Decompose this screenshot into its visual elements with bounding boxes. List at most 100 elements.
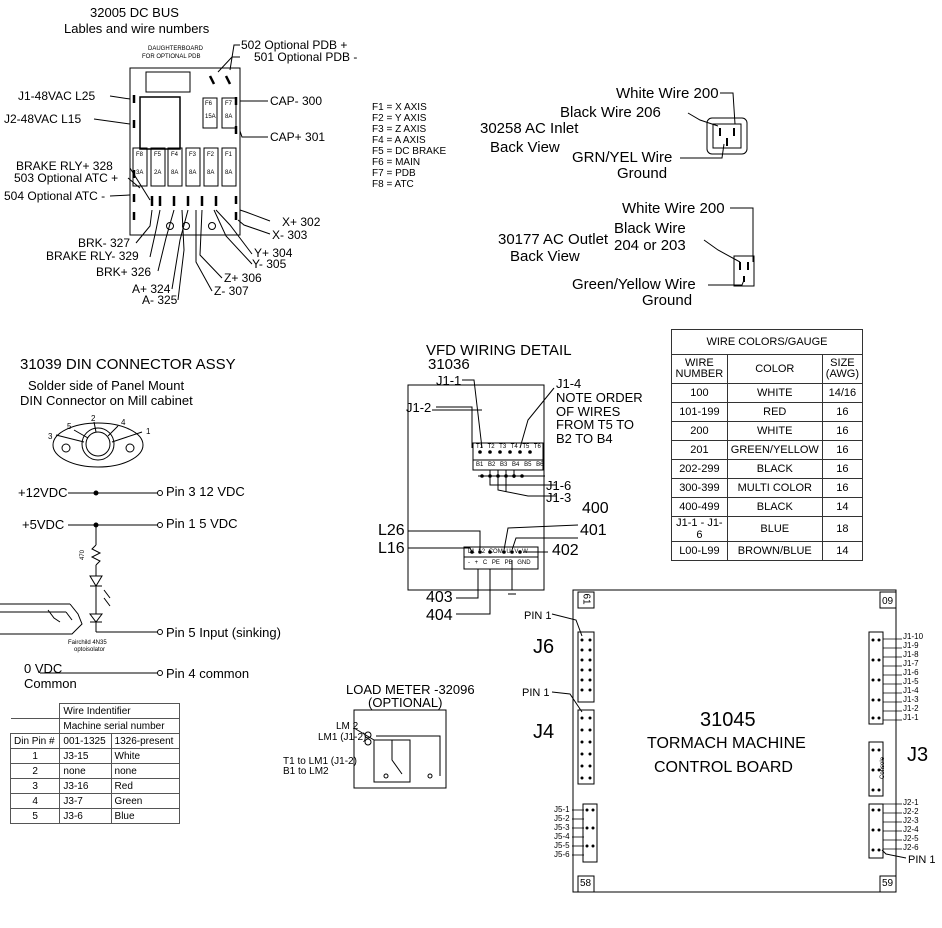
fuse-legend-item: F8 = ATC (372, 179, 414, 190)
ac-inlet-face (712, 123, 742, 149)
fuse-row (132, 147, 237, 187)
ac-outlet-subtitle: Back View (510, 248, 580, 265)
fuse-f6-label: F6 (205, 101, 213, 107)
label-aplus: A+ 324 (132, 282, 171, 296)
din-resistor-value: 470 (80, 549, 87, 561)
din-table-header-2: Machine serial number (59, 718, 180, 734)
fuse-legend: F1 = X AXIS F2 = Y AXIS F3 = Z AXIS F4 =… (372, 102, 446, 190)
fuse-rating-f1: 8A (225, 170, 233, 176)
label-yplus: Y+ 304 (254, 246, 293, 260)
label-pdb-plus: 502 Optional PDB + (241, 38, 348, 52)
fuse-f7-top (221, 97, 237, 129)
vfd-l16: L16 (378, 540, 405, 557)
wire-table-col-color: COLOR (726, 354, 823, 384)
vfd-mid-terminal-labels: B1 B2 B3 B4 B5 B6 (476, 462, 544, 468)
vfd-low-terminal-labels-2: - + C PE PB GND (468, 560, 531, 566)
fuse-f6-top (202, 97, 218, 129)
table-row: Machine serial number (10, 718, 180, 734)
din-subtitle-2: DIN Connector on Mill cabinet (20, 393, 193, 408)
wire-table-col-size: SIZE(AWG) (821, 354, 864, 384)
ac-inlet-ground-2: Ground (617, 165, 668, 182)
ac-inlet-connector (706, 117, 748, 155)
din-pin4-label: Pin 4 common (166, 666, 250, 681)
load-meter-optional: (OPTIONAL) (368, 695, 443, 710)
vfd-wire-403: 403 (426, 589, 453, 606)
load-meter-t1-note: T1 to LM1 (J1-2) (283, 756, 357, 767)
label-cap300: CAP- 300 (270, 94, 323, 108)
board-pin1-j4: PIN 1 (522, 687, 550, 699)
board-j6-label: J6 (533, 636, 555, 658)
ac-outlet-ground-2: Ground (642, 292, 693, 309)
vfd-note: NOTE ORDER OF WIRES FROM T5 TO B2 TO B4 (556, 390, 643, 446)
fuse-label-f2: F2 (207, 152, 215, 158)
fuse-legend-item: F7 = PDB (372, 168, 416, 179)
label-zplus: Z+ 306 (224, 271, 262, 285)
daughterboard-label-2: FOR OPTIONAL PDB (142, 54, 201, 60)
din-opto-label-2: optoisolator (74, 647, 106, 653)
din-pin-5: 5 (67, 422, 72, 431)
dc-bus-terminals (132, 75, 238, 220)
din-title: 31039 DIN CONNECTOR ASSY (20, 356, 236, 373)
din-table-col: 001-1325 (59, 733, 112, 749)
table-row: Wire Indentifier (10, 703, 180, 719)
board-name-1: TORMACH MACHINE (647, 735, 806, 752)
fuse-label-f1: F1 (225, 152, 233, 158)
board-corner-tr: 60 (882, 594, 894, 605)
fuse-f7-rating: 8A (225, 114, 233, 120)
din-5vdc: +5VDC (22, 517, 65, 532)
j5-header (582, 803, 598, 863)
load-meter-title: LOAD METER -32096 (346, 682, 475, 697)
board-corner-br: 59 (882, 878, 894, 889)
wire-table-title: WIRE COLORS/GAUGE (671, 329, 863, 355)
ac-outlet-black-2: 204 or 203 (614, 237, 686, 254)
fuse-rating-f5: 2A (154, 170, 162, 176)
label-yminus: Y- 305 (252, 257, 287, 271)
vfd-mid-terminal (472, 459, 544, 471)
label-atc-plus: 503 Optional ATC + (14, 171, 119, 185)
ac-outlet-connector (733, 255, 755, 287)
vfd-title: VFD WIRING DETAIL (426, 342, 572, 359)
fuse-label-f4: F4 (171, 152, 179, 158)
ac-outlet-pins (739, 262, 749, 282)
vfd-l26: L26 (378, 522, 405, 539)
vfd-outline (407, 384, 545, 591)
board-console-label: Console (880, 756, 887, 780)
vfd-wire-404: 404 (426, 607, 453, 624)
label-atc-minus: 504 Optional ATC - (4, 189, 106, 203)
fuse-legend-item: F6 = MAIN (372, 157, 421, 168)
fuse-label-f3: F3 (189, 152, 197, 158)
board-pin1-j2: PIN 1 (908, 854, 936, 866)
ac-inlet-ground: GRN/YEL Wire (572, 149, 673, 166)
dc-bus-title: 32005 DC BUS (90, 5, 179, 20)
j1-header (868, 631, 884, 725)
vfd-low-terminal (463, 546, 539, 570)
vfd-wire-400: 400 (582, 500, 609, 517)
fuse-rating-f8: 3A (136, 170, 144, 176)
load-meter-box (353, 709, 447, 789)
fuse-rating-f3: 8A (189, 170, 197, 176)
din-subtitle-1: Solder side of Panel Mount (28, 378, 185, 393)
din-pin3-label: Pin 3 12 VDC (166, 484, 245, 499)
ac-inlet-pins (719, 128, 735, 146)
console-header (868, 741, 884, 797)
fuse-label-f8: F8 (136, 152, 144, 158)
load-meter-lm1: LM1 (J1-2) (318, 732, 367, 743)
dc-bus-display (139, 96, 181, 150)
table-row: WIRE COLORS/GAUGE (671, 329, 863, 355)
vfd-j1-1: J1-1 (436, 373, 462, 388)
vfd-part-number: 31036 (428, 356, 470, 373)
label-j1-48vac: J1-48VAC L25 (18, 89, 96, 103)
board-number: 31045 (700, 709, 756, 731)
din-opto-label: Fairchild 4N35 (68, 640, 107, 646)
